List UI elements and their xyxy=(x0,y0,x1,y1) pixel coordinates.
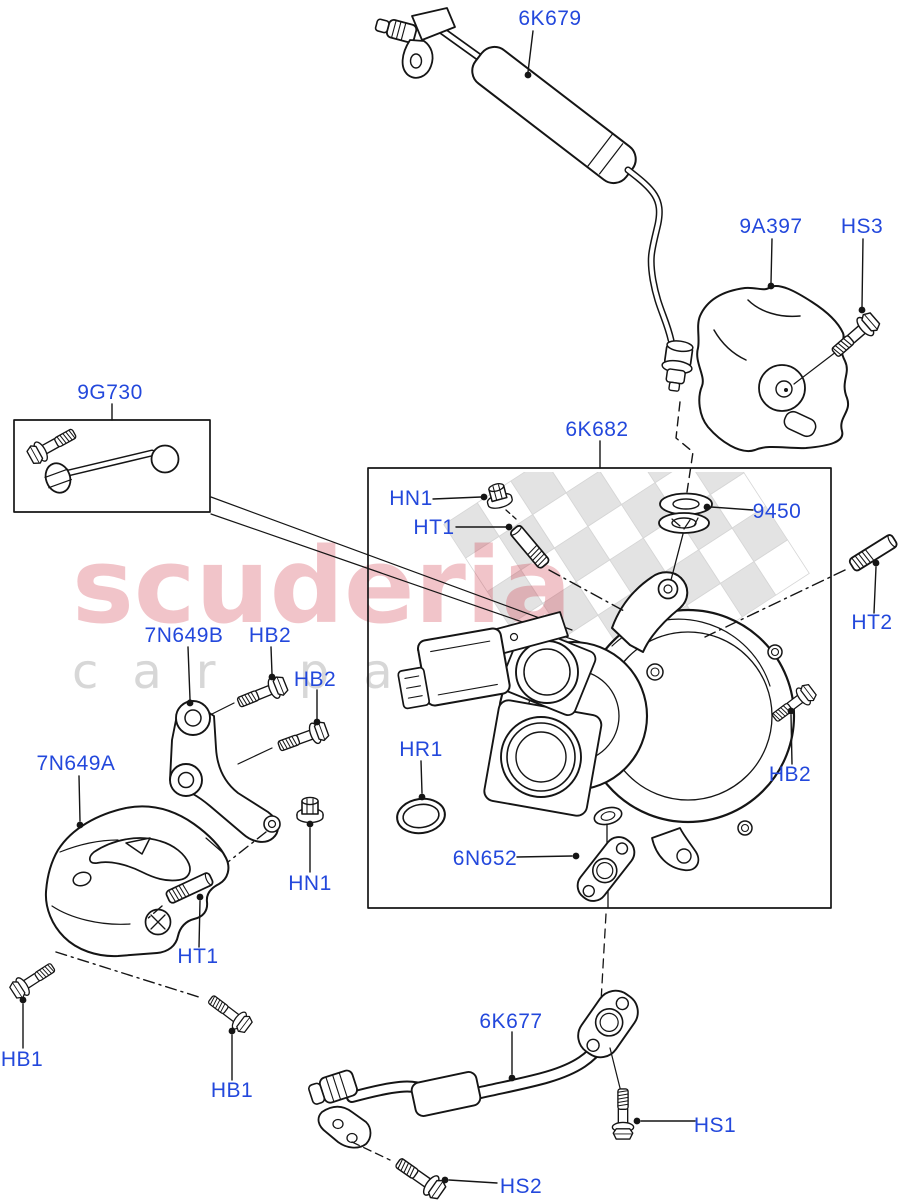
part-HN1-nut-bottom xyxy=(296,796,324,824)
part-callout-HB2-12[interactable]: HB2 xyxy=(768,763,812,786)
part-HB1-bolt-2 xyxy=(203,990,255,1036)
part-callout-6K677-20[interactable]: 6K677 xyxy=(479,1010,543,1033)
part-callout-9A397-1[interactable]: 9A397 xyxy=(739,215,803,238)
part-9450-washers xyxy=(658,492,713,581)
part-callout-HN1-5[interactable]: HN1 xyxy=(389,487,433,510)
part-HB1-bolt-1 xyxy=(7,957,59,1002)
part-7N649B-bracket xyxy=(169,699,281,843)
part-7N649A-bracket xyxy=(44,805,230,958)
part-callout-9450-7[interactable]: 9450 xyxy=(752,500,802,523)
part-callout-HT1-6[interactable]: HT1 xyxy=(413,516,455,539)
part-callout-HS3-2[interactable]: HS3 xyxy=(840,215,884,238)
watermark-brand: scuderia xyxy=(72,525,572,647)
part-callout-HB2-10[interactable]: HB2 xyxy=(248,624,292,647)
part-6N652-gasket xyxy=(576,836,636,902)
part-6K682-turbocharger xyxy=(397,571,796,872)
part-callout-6K679-0[interactable]: 6K679 xyxy=(518,7,582,30)
part-HR1-oring xyxy=(396,797,446,835)
part-6K677-drain-pipe xyxy=(308,989,639,1161)
part-callout-9G730-3[interactable]: 9G730 xyxy=(77,381,143,404)
part-9G730-kit xyxy=(13,419,581,643)
leader-lines xyxy=(19,30,880,1184)
part-callout-HS1-21[interactable]: HS1 xyxy=(693,1114,737,1137)
part-HS1-bolt xyxy=(611,1088,635,1140)
part-callout-HN1-15[interactable]: HN1 xyxy=(288,872,332,895)
actuator xyxy=(397,611,569,710)
part-callout-HB1-18[interactable]: HB1 xyxy=(0,1048,44,1071)
part-callout-HT1-17[interactable]: HT1 xyxy=(177,945,219,968)
part-callout-HT2-8[interactable]: HT2 xyxy=(851,611,893,634)
part-callout-HB2-11[interactable]: HB2 xyxy=(293,668,337,691)
part-callout-HS2-22[interactable]: HS2 xyxy=(499,1175,543,1198)
part-HB2-bolt-2 xyxy=(274,718,331,758)
part-callout-6N652-16[interactable]: 6N652 xyxy=(452,847,518,870)
part-callout-6K682-4[interactable]: 6K682 xyxy=(565,418,629,441)
part-6K679-breather-tube xyxy=(374,7,694,493)
part-HS2-bolt xyxy=(390,1152,449,1200)
part-9A397-heat-shield xyxy=(696,285,850,453)
part-HT2-stud xyxy=(847,532,900,573)
part-callout-HB1-19[interactable]: HB1 xyxy=(210,1079,254,1102)
sensor-fitting xyxy=(661,340,694,392)
part-callout-7N649B-9[interactable]: 7N649B xyxy=(144,624,224,647)
part-callout-7N649A-14[interactable]: 7N649A xyxy=(36,752,116,775)
part-callout-HR1-13[interactable]: HR1 xyxy=(399,738,443,761)
